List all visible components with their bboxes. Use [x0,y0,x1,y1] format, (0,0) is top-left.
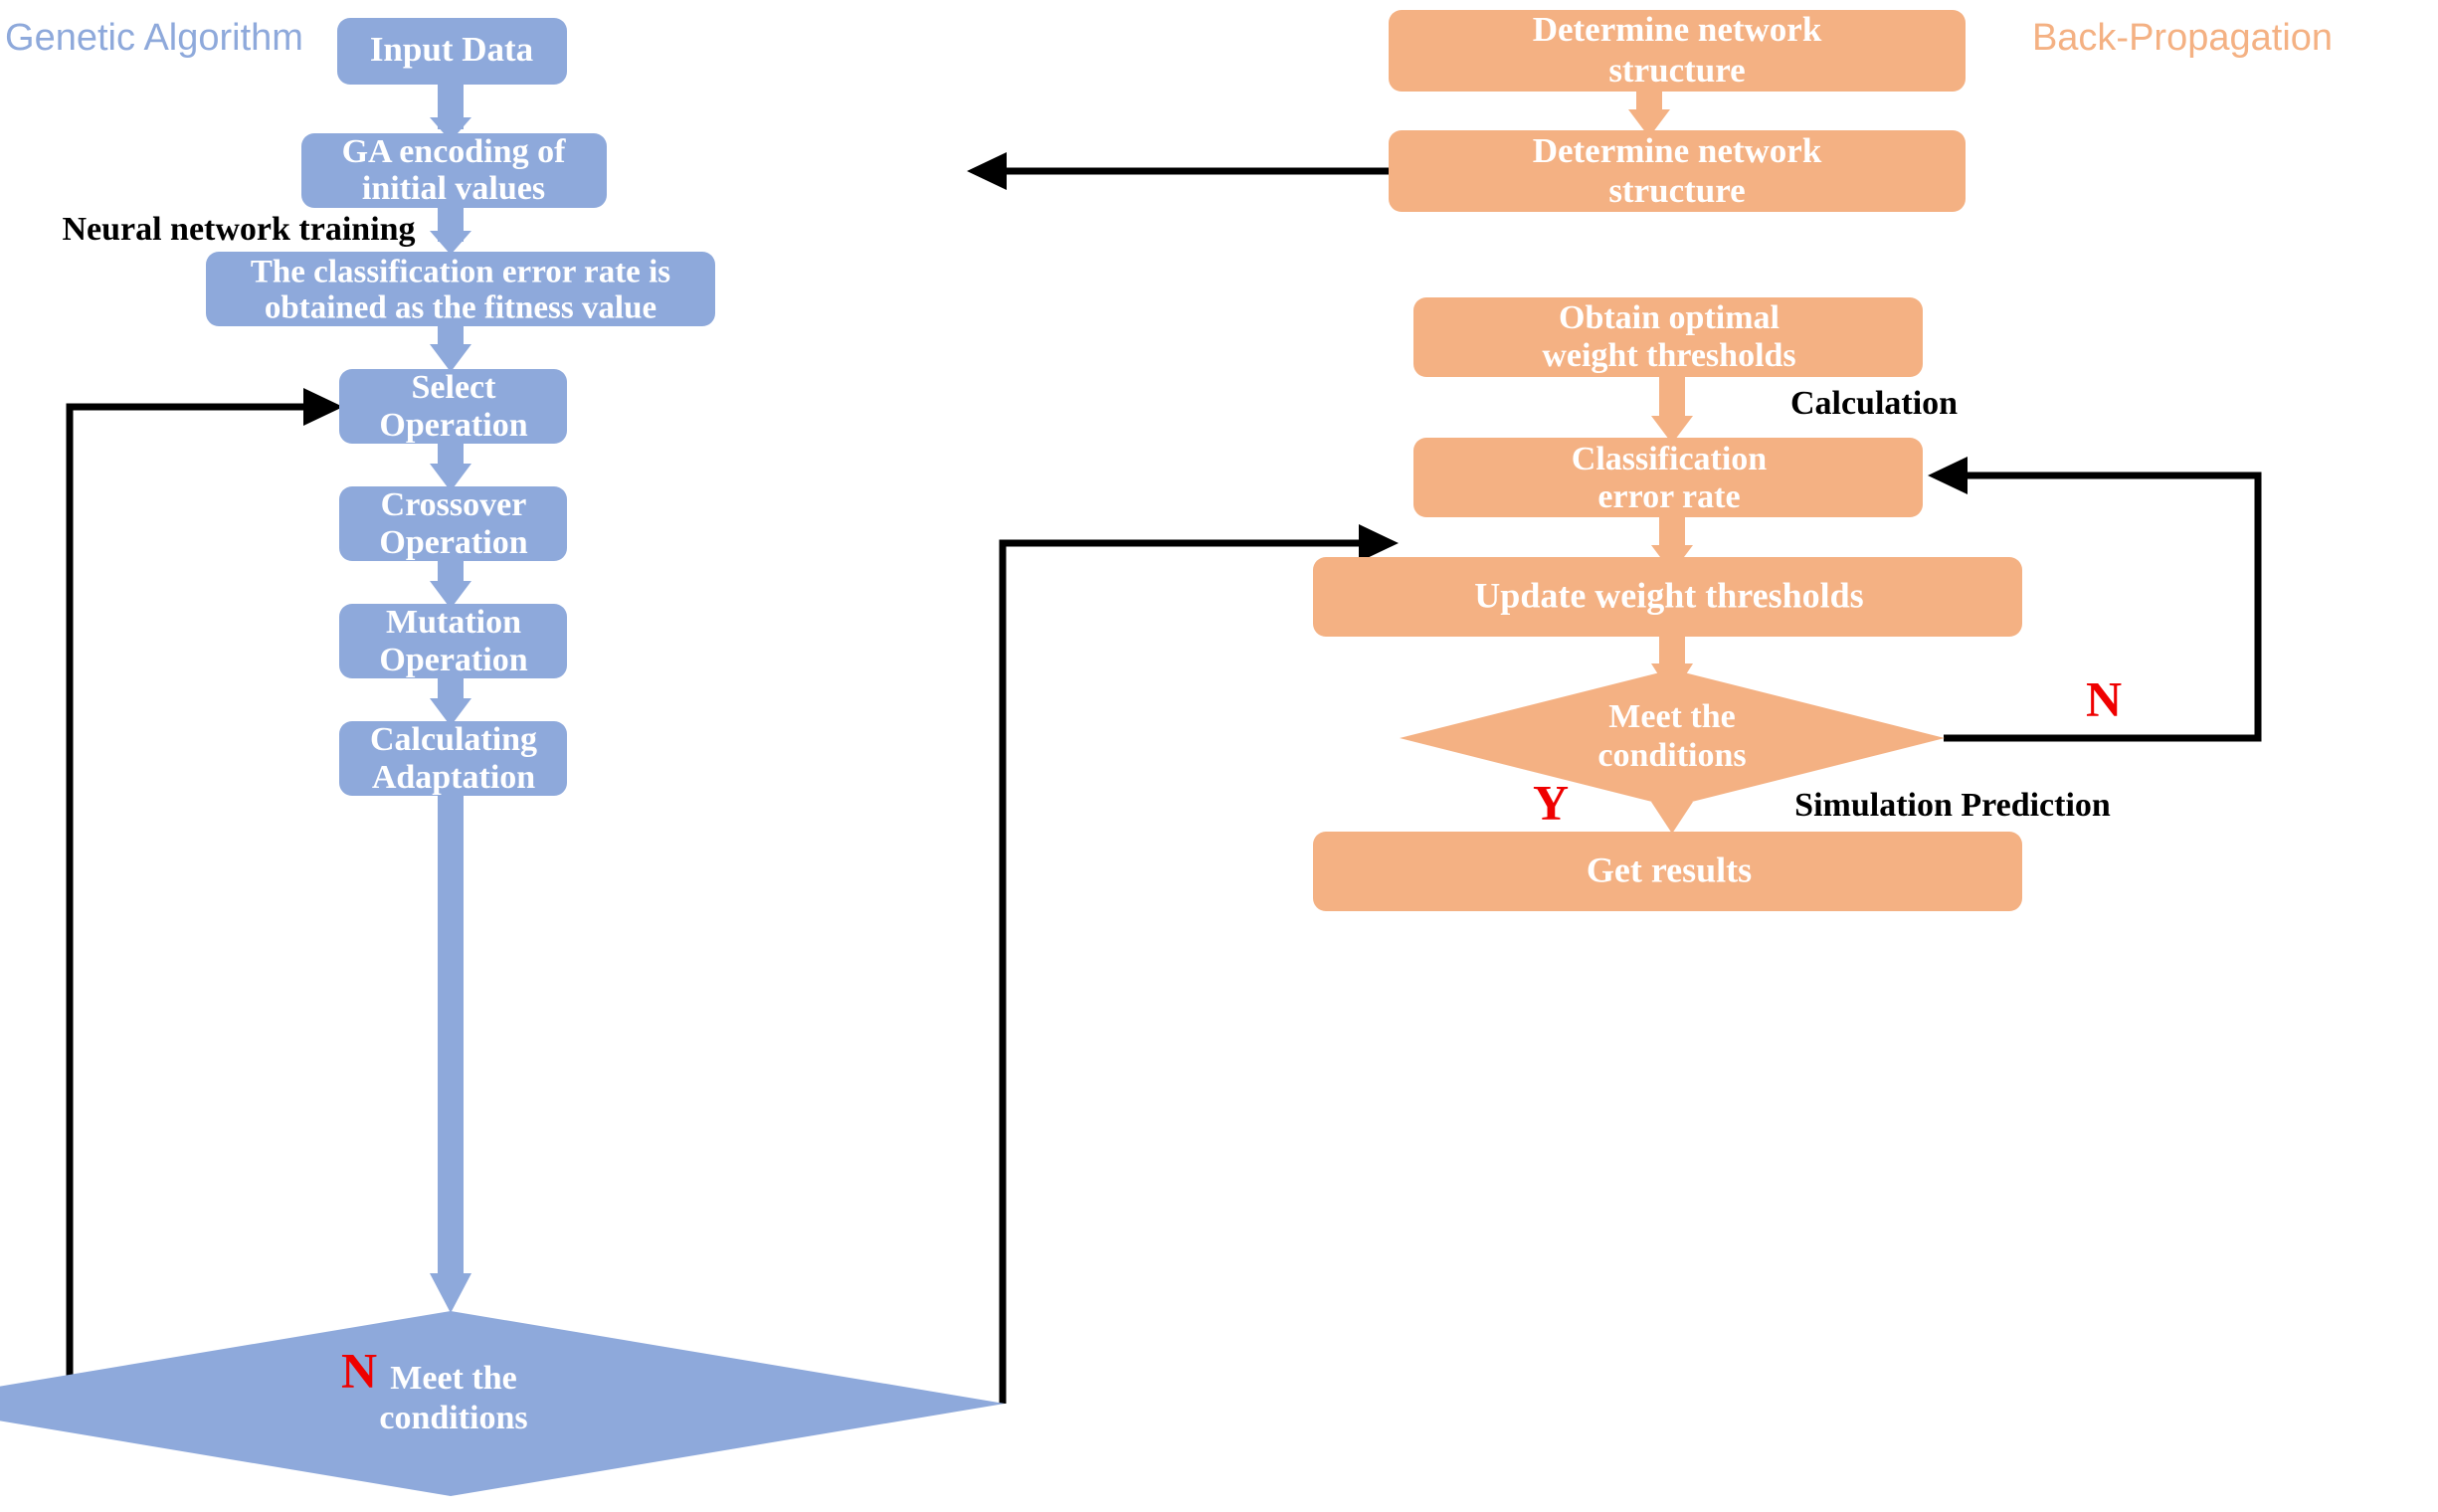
node-input-data[interactable]: Input Data [337,18,567,85]
arrow-encoding-to-fitness [430,204,471,255]
node-bp-meet-conditions-shape[interactable] [1400,669,1945,807]
node-obtain-optimal-weight-thresholds-line1: Obtain optimal [1559,299,1780,336]
node-determine-network-structure-1[interactable]: Determine network structure [1389,10,1966,92]
node-fitness-value[interactable]: The classification error rate is obtaine… [206,252,715,326]
node-select-operation-line1: Select [412,369,497,406]
node-ga-encoding[interactable]: GA encoding of initial values [301,133,607,208]
arrow-obtain-to-error-rate [1651,376,1693,444]
node-fitness-value-shape[interactable] [206,252,715,326]
node-crossover-operation-line2: Operation [379,524,527,561]
node-crossover-operation-shape[interactable] [339,486,567,561]
node-obtain-optimal-weight-thresholds-line2: weight thresholds [1542,337,1795,374]
node-input-data-shape[interactable] [337,18,567,85]
arrow-crossover-to-mutation [430,558,471,609]
node-calculating-adaptation-line2: Adaptation [372,759,535,796]
node-mutation-operation[interactable]: Mutation Operation [339,604,567,678]
node-mutation-operation-line1: Mutation [386,604,521,641]
node-bp-meet-conditions[interactable]: Meet the conditions [1400,669,1945,807]
node-get-results-shape[interactable] [1313,832,2022,911]
arrow-fitness-to-select [430,323,471,372]
node-obtain-optimal-weight-thresholds-shape[interactable] [1413,297,1923,377]
node-mutation-operation-line2: Operation [379,642,527,678]
node-fitness-value-line2: obtained as the fitness value [265,290,656,326]
annotation-neural-network-training: Neural network training [62,211,415,248]
node-classification-error-rate-line1: Classification [1572,441,1768,477]
node-determine-network-structure-2-line1: Determine network [1533,131,1822,170]
node-calculating-adaptation-shape[interactable] [339,721,567,796]
node-calculating-adaptation[interactable]: Calculating Adaptation [339,721,567,796]
node-get-results[interactable]: Get results [1313,832,2022,911]
node-update-weight-thresholds-shape[interactable] [1313,557,2022,637]
branch-label-bp-yes: Y [1533,774,1569,830]
arrow-structure1-to-structure2 [1628,90,1670,137]
node-ga-meet-conditions-line2: conditions [379,1400,527,1436]
node-classification-error-rate-line2: error rate [1597,478,1740,515]
node-ga-encoding-shape[interactable] [301,133,607,208]
node-select-operation[interactable]: Select Operation [339,369,567,444]
bp-no-feedback-connector [1928,457,2262,742]
node-get-results-line1: Get results [1587,850,1752,889]
node-update-weight-thresholds-line1: Update weight thresholds [1474,575,1863,615]
node-calculating-adaptation-line1: Calculating [370,721,537,758]
node-obtain-optimal-weight-thresholds[interactable]: Obtain optimal weight thresholds [1413,297,1923,377]
node-crossover-operation-line1: Crossover [381,486,527,523]
node-update-weight-thresholds[interactable]: Update weight thresholds [1313,557,2022,637]
node-determine-network-structure-2-shape[interactable] [1389,130,1966,212]
arrow-select-to-crossover [430,441,471,491]
node-determine-network-structure-1-shape[interactable] [1389,10,1966,92]
node-bp-meet-conditions-line1: Meet the [1608,698,1735,735]
node-ga-meet-conditions-line1: Meet the [390,1360,516,1397]
node-select-operation-line2: Operation [379,407,527,444]
node-determine-network-structure-1-line1: Determine network [1533,10,1822,49]
node-ga-meet-conditions-shape[interactable] [0,1311,1005,1496]
arrow-input-to-encoding [430,82,471,141]
arrow-calculating-to-conditions [430,793,471,1313]
node-select-operation-shape[interactable] [339,369,567,444]
connector-structure2-to-ga-encoding [967,152,1389,190]
branch-label-bp-no: N [2086,670,2122,726]
side-title-genetic-algorithm: Genetic Algorithm [5,17,303,59]
node-ga-encoding-line2: initial values [362,170,545,207]
node-ga-meet-conditions[interactable]: Meet the conditions [0,1311,1005,1496]
node-determine-network-structure-2[interactable]: Determine network structure [1389,130,1966,212]
arrow-mutation-to-calculating [430,675,471,726]
side-title-back-propagation: Back-Propagation [2032,17,2333,59]
branch-label-ga-no: N [341,1342,377,1398]
node-input-data-line1: Input Data [370,30,533,69]
node-fitness-value-line1: The classification error rate is [251,255,670,290]
node-determine-network-structure-2-line2: structure [1608,171,1745,210]
annotation-calculation: Calculation [1790,385,1958,422]
node-ga-encoding-line1: GA encoding of [342,133,566,170]
node-classification-error-rate-shape[interactable] [1413,438,1923,517]
node-mutation-operation-shape[interactable] [339,604,567,678]
annotation-simulation-prediction: Simulation Prediction [1794,787,2111,824]
node-determine-network-structure-1-line2: structure [1608,51,1745,90]
node-crossover-operation[interactable]: Crossover Operation [339,486,567,561]
connector-ga-conditions-to-obtain [999,524,1399,1404]
node-bp-meet-conditions-line2: conditions [1597,737,1746,774]
node-classification-error-rate[interactable]: Classification error rate [1413,438,1923,517]
